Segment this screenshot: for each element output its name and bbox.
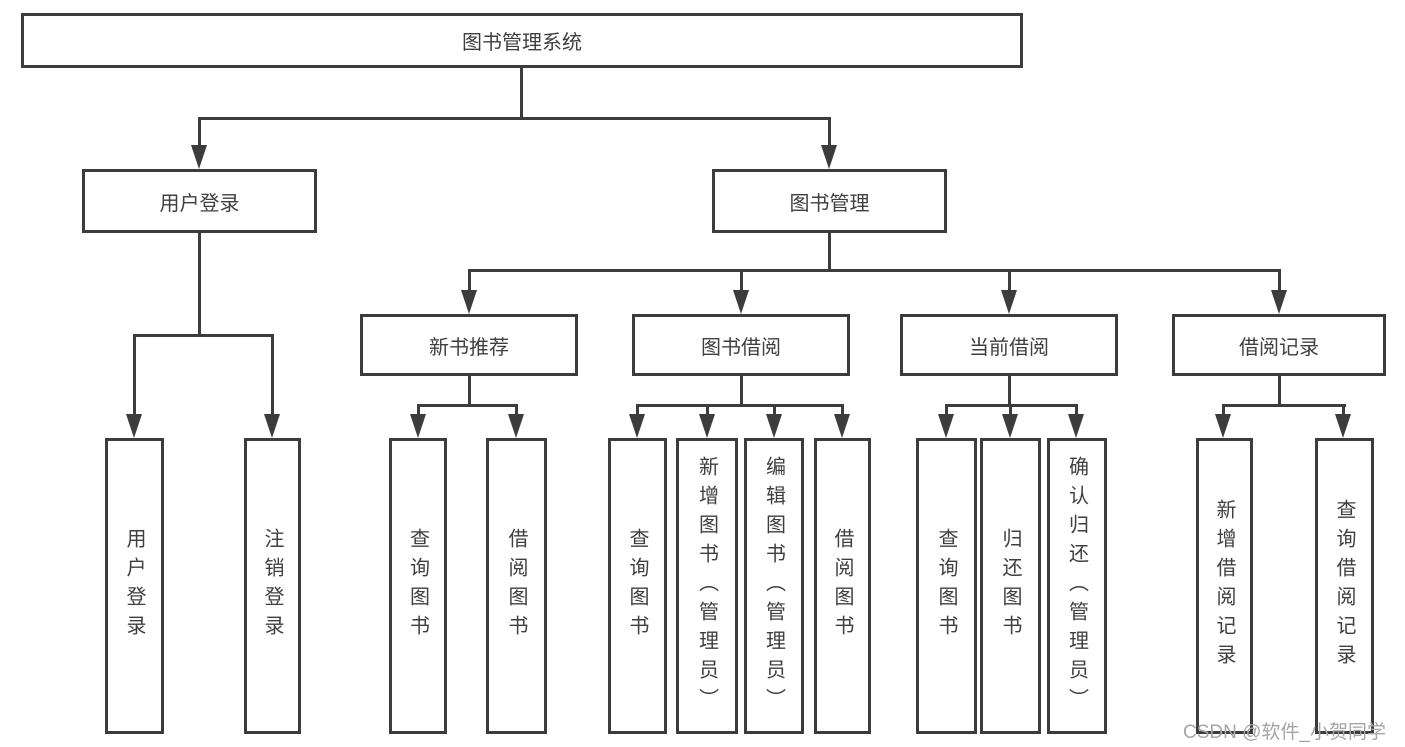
leaf-add-record-label: 新增借阅记录: [1213, 499, 1235, 673]
connector-line: [468, 376, 471, 406]
connector-line: [133, 334, 274, 337]
leaf-borrow-book-1: 借阅图书: [486, 438, 547, 734]
connector-line: [1278, 269, 1281, 292]
connector-line: [417, 404, 420, 418]
node-user-login: 用户登录: [82, 169, 317, 233]
arrowhead-down-icon: [191, 145, 207, 169]
leaf-query-book-3: 查询图书: [916, 438, 977, 734]
arrowhead-down-icon: [1335, 414, 1351, 438]
connector-line: [706, 404, 709, 418]
arrowhead-down-icon: [1215, 414, 1231, 438]
arrowhead-down-icon: [938, 414, 954, 438]
arrowhead-down-icon: [699, 414, 715, 438]
leaf-edit-book: 编辑图书（管理员）: [744, 438, 804, 734]
connector-line: [1278, 376, 1281, 406]
arrowhead-down-icon: [1001, 290, 1017, 314]
leaf-return-book-label: 归还图书: [999, 528, 1021, 644]
leaf-user-login-label: 用户登录: [123, 528, 145, 644]
connector-line: [1009, 404, 1012, 418]
arrowhead-down-icon: [410, 414, 426, 438]
arrowhead-down-icon: [1068, 414, 1084, 438]
node-borrow-record: 借阅记录: [1172, 314, 1386, 376]
connector-line: [1342, 404, 1345, 418]
node-root-label: 图书管理系统: [462, 32, 582, 54]
leaf-add-book: 新增图书（管理员）: [676, 438, 738, 734]
connector-line: [841, 404, 844, 418]
leaf-query-record: 查询借阅记录: [1315, 438, 1374, 734]
arrowhead-down-icon: [126, 414, 142, 438]
arrowhead-down-icon: [508, 414, 524, 438]
connector-line: [1222, 404, 1225, 418]
node-borrow-record-label: 借阅记录: [1239, 336, 1319, 359]
leaf-logout-label: 注销登录: [261, 528, 283, 644]
node-book-management: 图书管理: [712, 169, 947, 233]
connector-line: [271, 334, 274, 418]
arrowhead-down-icon: [1002, 414, 1018, 438]
connector-line: [417, 404, 518, 407]
connector-line: [468, 269, 1281, 272]
node-current-borrow: 当前借阅: [900, 314, 1118, 376]
leaf-user-login: 用户登录: [105, 438, 164, 734]
leaf-add-record: 新增借阅记录: [1196, 438, 1253, 734]
node-book-borrow-label: 图书借阅: [701, 336, 781, 359]
connector-line: [740, 376, 743, 406]
leaf-query-book-2-label: 查询图书: [626, 528, 648, 644]
leaf-borrow-book-2-label: 借阅图书: [831, 528, 853, 644]
leaf-return-book: 归还图书: [980, 438, 1041, 734]
arrowhead-down-icon: [733, 290, 749, 314]
leaf-logout: 注销登录: [244, 438, 301, 734]
connector-line: [740, 269, 743, 292]
connector-line: [1008, 269, 1011, 292]
leaf-query-book-1-label: 查询图书: [406, 528, 429, 644]
connector-line: [1075, 404, 1078, 418]
leaf-query-record-label: 查询借阅记录: [1333, 499, 1355, 673]
leaf-query-book-1: 查询图书: [389, 438, 447, 734]
node-user-login-label: 用户登录: [159, 192, 240, 215]
connector-line: [468, 269, 471, 292]
arrowhead-down-icon: [264, 414, 280, 438]
connector-line: [198, 117, 201, 147]
connector-line: [1222, 404, 1346, 407]
watermark-text: CSDN @软件_小贺同学: [1183, 722, 1386, 743]
leaf-add-book-label: 新增图书（管理员）: [695, 455, 718, 717]
leaf-query-book-2: 查询图书: [608, 438, 667, 734]
node-book-management-label: 图书管理: [789, 192, 870, 215]
leaf-borrow-book-2: 借阅图书: [814, 438, 871, 734]
arrowhead-down-icon: [461, 290, 477, 314]
connector-line: [1008, 376, 1011, 406]
node-current-borrow-label: 当前借阅: [969, 336, 1049, 359]
connector-line: [133, 334, 136, 418]
connector-line: [828, 117, 831, 147]
connector-line: [515, 404, 518, 418]
connector-line: [773, 404, 776, 418]
connector-line: [945, 404, 948, 418]
arrowhead-down-icon: [1271, 290, 1287, 314]
node-new-book-recommend-label: 新书推荐: [429, 336, 509, 359]
arrowhead-down-icon: [629, 414, 645, 438]
leaf-confirm-return: 确认归还（管理员）: [1047, 438, 1107, 734]
connector-line: [828, 233, 831, 271]
connector-line: [520, 68, 523, 118]
connector-line: [636, 404, 844, 407]
node-root: 图书管理系统: [21, 13, 1023, 68]
leaf-borrow-book-1-label: 借阅图书: [505, 528, 527, 644]
node-new-book-recommend: 新书推荐: [360, 314, 578, 376]
leaf-query-book-3-label: 查询图书: [935, 528, 957, 644]
arrowhead-down-icon: [821, 145, 837, 169]
arrowhead-down-icon: [834, 414, 850, 438]
leaf-confirm-return-label: 确认归还（管理员）: [1065, 455, 1088, 717]
arrowhead-down-icon: [766, 414, 782, 438]
node-book-borrow: 图书借阅: [632, 314, 850, 376]
connector-line: [198, 117, 831, 120]
leaf-edit-book-label: 编辑图书（管理员）: [762, 455, 785, 717]
connector-line: [198, 233, 201, 337]
connector-line: [636, 404, 639, 418]
